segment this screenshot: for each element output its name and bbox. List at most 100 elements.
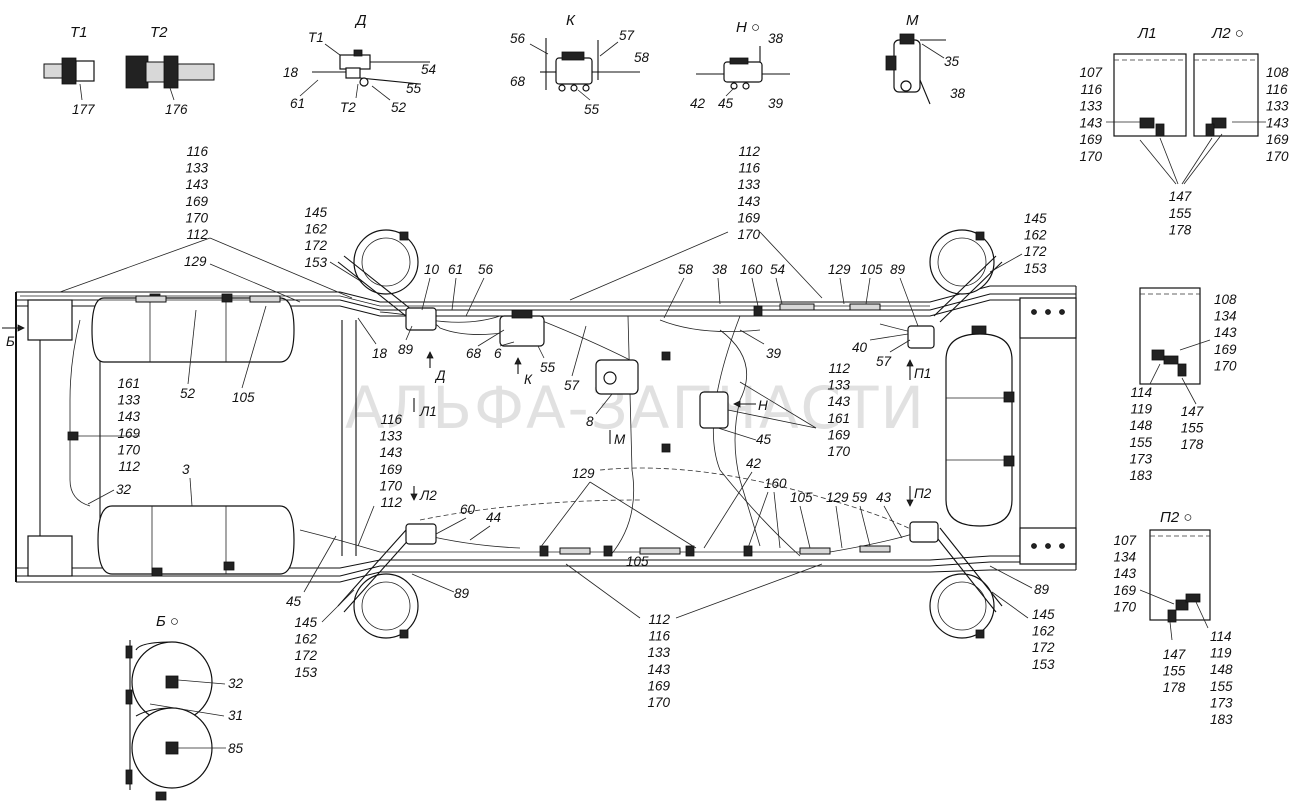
k-label-57: 57 [619,28,635,43]
p2-bottom-stack-item: 155 [1163,664,1186,679]
k-title: К [566,12,576,29]
label-45-center: 45 [756,432,772,447]
stack-center-l2-item: 116 [380,412,402,427]
arrow-label-l2: Л2 [419,488,437,503]
wheel-stack-br-item: 153 [1032,657,1055,672]
stack-bottom-center-item: 170 [647,695,670,710]
t2-nut-left [125,55,149,89]
rear-crossmember-top [1019,297,1077,339]
arrow-label-p2: П2 [914,486,932,501]
stack-top-left-item: 116 [186,144,208,159]
p2-bottom-stack-item: 147 [1163,647,1186,662]
stack-left-mid-item: 169 [117,426,140,441]
stack-top-left-item: 170 [185,210,208,225]
p2-lefttop-stack-item: 170 [1113,599,1136,614]
stack-center-right-item: 169 [827,427,850,442]
wheel-stack-tr-item: 145 [1024,211,1047,226]
d-t2-label: Т2 [340,100,356,115]
p1-left-stack-item: 114 [1130,385,1152,400]
l1-stack-item: 170 [1079,149,1102,164]
t1-nut [61,57,77,85]
wheel-stack-br-item: 172 [1032,640,1055,655]
d-label-52: 52 [391,100,407,115]
air-tank-3 [97,505,295,577]
b-label-32: 32 [228,676,244,691]
t2-title: Т2 [150,24,168,41]
wheel-stack-tr-item: 162 [1024,228,1047,243]
stack-top-left-item: 133 [185,161,208,176]
stack-top-center-item: 170 [737,227,760,242]
label-42: 42 [746,456,762,471]
front-crossmember-top [27,299,73,341]
p2-right-stack-item: 119 [1210,646,1232,661]
l-common-stack-item: 178 [1169,223,1192,238]
label-105-bottom: 105 [790,490,813,505]
p2-lefttop-stack-item: 134 [1113,550,1136,565]
n-label-45: 45 [718,96,734,111]
stack-center-l2-item: 133 [379,429,402,444]
arrow-label-p1: П1 [914,366,931,381]
d-label-18: 18 [283,65,299,80]
p1-bottom-stack-item: 155 [1181,421,1204,436]
p1-right-stack-item: 169 [1214,342,1237,357]
label-43: 43 [876,490,892,505]
detail-t2: Т2 176 [125,24,215,117]
l2-stack-item: 133 [1266,99,1289,114]
air-tank-rear [945,325,1015,527]
stack-left-mid-item: 112 [118,459,140,474]
stack-center-l2-item: 143 [379,445,402,460]
label-18: 18 [372,346,388,361]
n-label-39: 39 [768,96,784,111]
stack-bottom-center-item: 116 [648,629,670,644]
label-160-top: 160 [740,262,763,277]
wheel-stack-tr-item: 172 [1024,244,1047,259]
p2-bottom-stack-item: 178 [1163,680,1186,695]
p1-bottom-stack-item: 178 [1181,437,1204,452]
p2-right-stack-item: 183 [1210,712,1233,727]
n-valve-body [723,61,763,83]
label-32: 32 [116,482,132,497]
p2-right-stack-item: 114 [1210,629,1232,644]
l1-stack-item: 116 [1080,82,1102,97]
stack-bottom-center-item: 169 [647,678,670,693]
wheel-stack-bl-item: 153 [294,665,317,680]
valve-n [699,391,729,429]
stack-bottom-center-item: 143 [647,662,670,677]
label-105-top: 105 [860,262,883,277]
p1-right-stack-item: 143 [1214,325,1237,340]
detail-t1: Т1 177 [43,24,95,117]
p1-rail [1139,287,1201,385]
stack-top-left-item: 143 [185,177,208,192]
stack-top-left-item: 112 [186,227,208,242]
single-callouts: 129 52 105 3 32 45 18 89 10 61 56 68 6 5… [87,254,1050,609]
l2-stack-item: 169 [1266,132,1289,147]
n-label-42: 42 [690,96,706,111]
label-55: 55 [540,360,556,375]
stack-top-center-item: 133 [737,177,760,192]
label-59: 59 [852,490,868,505]
l-common-stack-item: 155 [1169,206,1192,221]
k-label-58: 58 [634,50,650,65]
d-label-55: 55 [406,81,422,96]
l2-stack-item: 116 [1266,82,1288,97]
p1-left-stack-item: 183 [1129,468,1152,483]
p1-left-stack-item: 173 [1129,451,1152,466]
p1-bottom-stack-item: 147 [1181,404,1204,419]
t2-nut-right [163,55,179,89]
t1-fitting [75,60,95,82]
rear-crossmember-bottom [1019,527,1077,565]
k-label-56: 56 [510,31,526,46]
label-105-left: 105 [232,390,255,405]
stack-top-left-item: 169 [185,194,208,209]
t2-label-176: 176 [165,102,188,117]
t2-pipe [177,63,215,81]
